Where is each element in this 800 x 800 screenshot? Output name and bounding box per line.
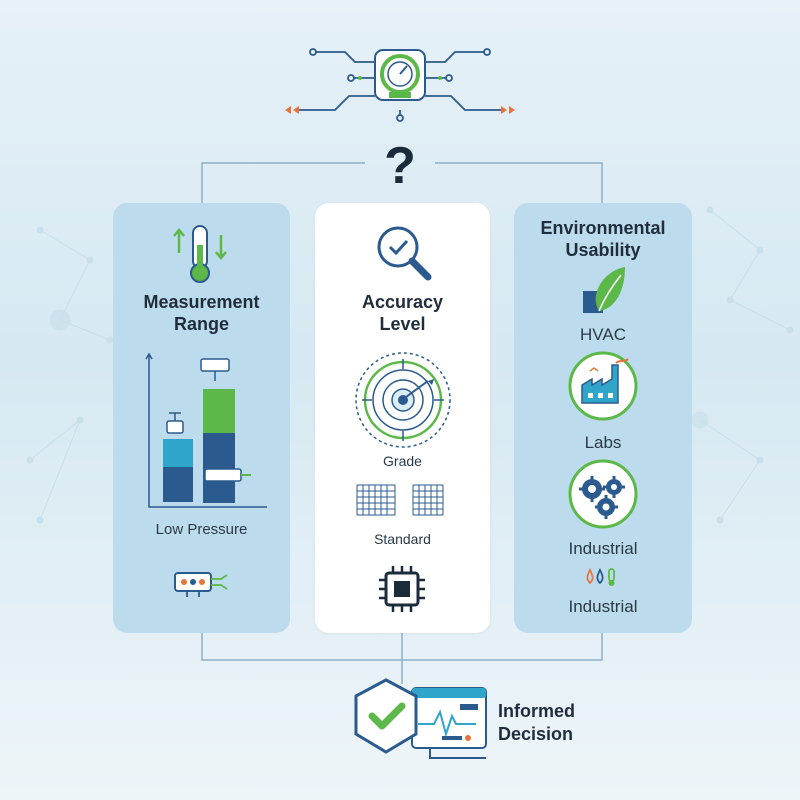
environmental-title-line1: Environmental <box>540 218 666 238</box>
environmental-industrial-label-1: Industrial <box>568 539 638 558</box>
temperature-humidity-icon <box>586 567 615 586</box>
informed-decision-label: Informed Decision <box>498 700 575 746</box>
decision-line1: Informed <box>498 701 576 721</box>
pressure-sensor-icon <box>174 572 228 597</box>
decision-graphic <box>354 678 487 759</box>
measurement-title-line2: Range <box>173 314 229 334</box>
measurement-range-card: Measurement Range Low Pressure <box>113 203 290 633</box>
thermometer-icon <box>173 225 227 283</box>
decision-line2: Decision <box>498 724 574 744</box>
environmental-industrial-label-2: Industrial <box>568 597 638 616</box>
environmental-hvac-label: HVAC <box>580 325 626 344</box>
pressure-gauge-icon <box>285 48 515 122</box>
question-mark: ? <box>384 137 416 195</box>
measurement-title-line1: Measurement <box>143 292 260 312</box>
gears-icon <box>568 459 638 529</box>
accuracy-standard-label: Standard <box>374 531 431 547</box>
leaf-icon <box>583 267 625 313</box>
environmental-title-line2: Usability <box>565 240 641 260</box>
measurement-low-pressure-label: Low Pressure <box>155 521 248 538</box>
grid-grade-icon <box>356 484 444 516</box>
accuracy-title-line1: Accuracy <box>361 292 444 312</box>
environmental-usability-card: Environmental Usability HVAC Labs Indust… <box>514 203 692 633</box>
accuracy-title-line2: Level <box>379 314 426 334</box>
target-icon <box>355 352 451 448</box>
pressure-range-chart-icon <box>145 352 267 508</box>
accuracy-level-card: Accuracy Level Grade Standard <box>315 203 490 633</box>
factory-icon <box>568 351 638 421</box>
chip-icon <box>379 566 425 612</box>
accuracy-grade-label: Grade <box>383 453 422 469</box>
magnifier-check-icon <box>377 226 432 281</box>
environmental-labs-label: Labs <box>584 433 622 452</box>
checkmark-hexagon-icon <box>354 678 418 754</box>
